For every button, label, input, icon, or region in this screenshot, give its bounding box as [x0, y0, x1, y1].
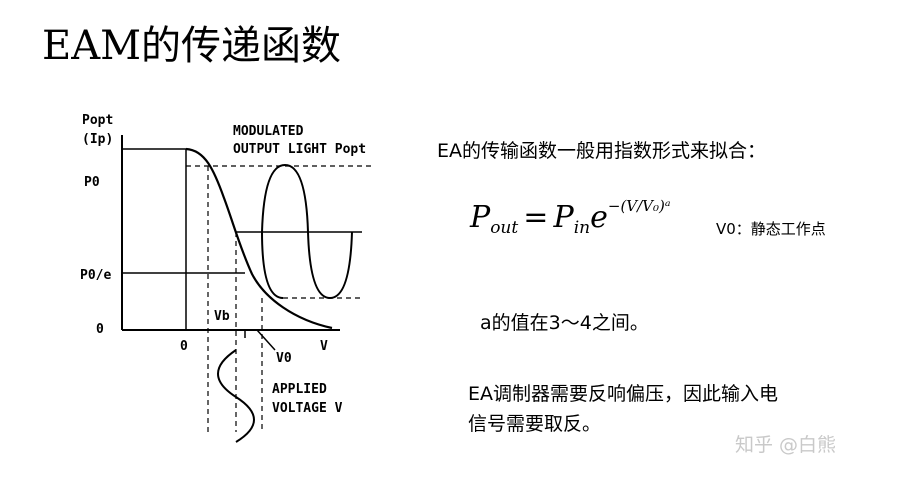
v0-note: V0：静态工作点: [716, 220, 826, 238]
applied-voltage-label-1: APPLIED: [272, 382, 327, 397]
p0-label: P0: [84, 175, 100, 190]
vb-label: Vb: [214, 309, 230, 324]
v-axis-label: V: [320, 339, 328, 354]
intro-text: EA的传输函数一般用指数形式来拟合：: [437, 140, 767, 162]
output-light-label-2: OUTPUT LIGHT Popt: [233, 142, 366, 157]
p0e-label: P0/e: [80, 268, 111, 283]
y-axis-sublabel: (Ip): [82, 132, 113, 147]
v0-label: V0: [276, 351, 292, 366]
output-light-wave: [261, 163, 353, 300]
output-light-label-1: MODULATED: [233, 124, 304, 139]
bias-text-line-2: 信号需要取反。: [468, 413, 602, 435]
applied-voltage-label-2: VOLTAGE V: [272, 401, 343, 416]
transfer-formula: Pout = Pine−(V/V₀)ᵃ: [470, 197, 671, 238]
bias-text-line-1: EA调制器需要反响偏压，因此输入电: [468, 383, 779, 405]
page-title: EAM的传递函数: [42, 23, 342, 69]
zero-y-label: 0: [96, 322, 104, 337]
a-value-text: a的值在3～4之间。: [480, 312, 649, 334]
transfer-curve: [185, 147, 333, 330]
watermark: 知乎 @白熊: [735, 434, 837, 456]
zero-x-label: 0: [180, 339, 188, 354]
y-axis-label: Popt: [82, 113, 113, 128]
